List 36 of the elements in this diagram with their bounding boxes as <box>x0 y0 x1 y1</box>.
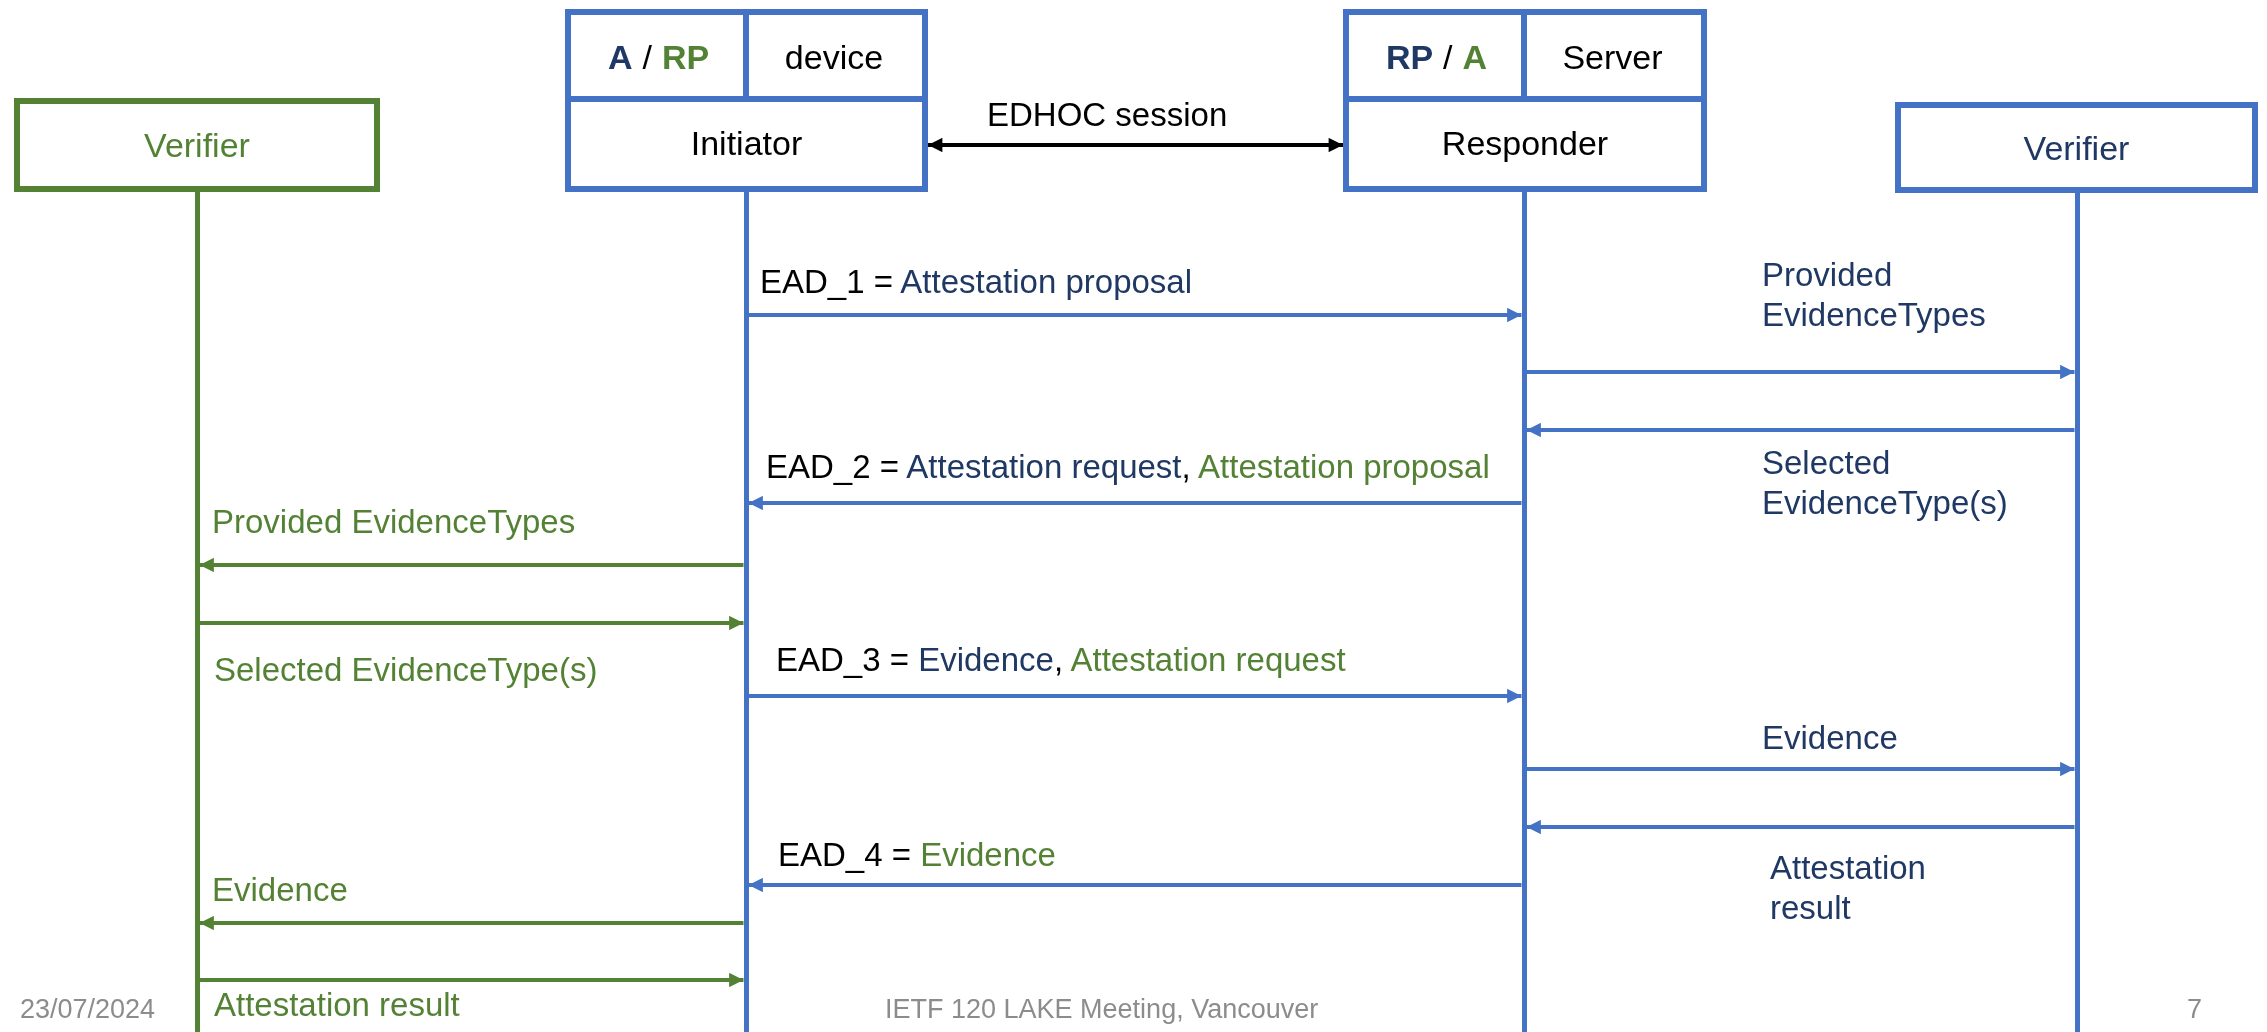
message-arrow <box>928 137 1343 153</box>
message-arrow <box>199 915 744 931</box>
participant-label: Responder <box>1441 122 1609 163</box>
lifeline <box>2074 193 2080 1032</box>
participant-label: Verifier <box>144 125 250 165</box>
footer-text: IETF 120 LAKE Meeting, Vancouver <box>885 993 1319 1025</box>
participant-label: A <box>1462 37 1488 77</box>
message-arrow <box>1526 761 2075 777</box>
message-arrow <box>748 877 1522 893</box>
lifeline <box>194 192 200 1032</box>
participant-box <box>14 98 380 192</box>
message-arrow <box>748 688 1522 704</box>
participant-label: A <box>607 37 633 77</box>
message-arrow <box>199 615 744 631</box>
participant-label: / <box>642 37 652 77</box>
participant-label: Server <box>1562 37 1663 77</box>
participant-box <box>565 9 928 192</box>
message-arrow <box>199 557 744 573</box>
footer-date: 23/07/2024 <box>20 993 156 1025</box>
message-arrow <box>1526 364 2075 380</box>
message-arrow <box>748 495 1522 511</box>
lifeline <box>743 192 749 1032</box>
participant-label: RP <box>661 37 710 77</box>
participant-label: RP <box>1385 37 1434 77</box>
participant-box <box>1895 102 2258 193</box>
participant-label: Verifier <box>2023 127 2130 168</box>
lifeline <box>1521 192 1527 1032</box>
participant-label: / <box>1443 37 1453 77</box>
participant-box <box>1343 9 1707 192</box>
participant-label: device <box>784 37 884 77</box>
message-arrow <box>199 972 744 988</box>
participant-label: Initiator <box>690 122 803 163</box>
page-number: 7 <box>2187 993 2203 1025</box>
message-arrow <box>1526 422 2075 438</box>
message-arrow <box>748 307 1522 323</box>
message-arrow <box>1526 819 2075 835</box>
